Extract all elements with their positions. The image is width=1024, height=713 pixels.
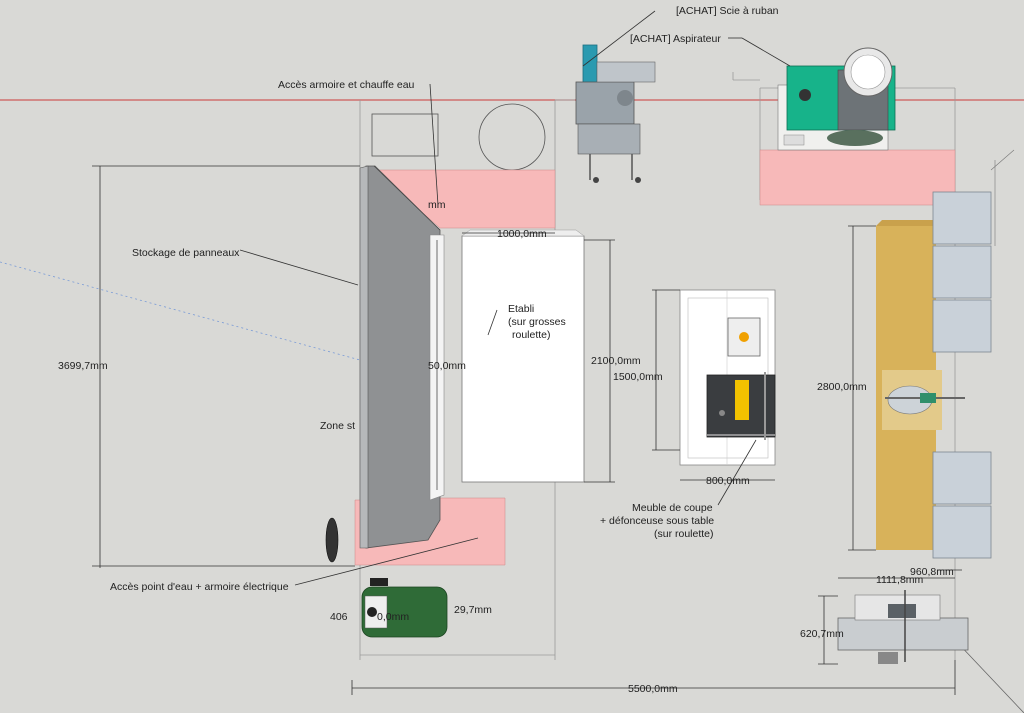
dim-compressor-mid: 0,0mm: [377, 611, 409, 623]
table-saw-front: [837, 590, 969, 664]
right-cabinet-stack: [932, 149, 1015, 559]
green-axis-line: [954, 639, 1024, 713]
label-workbench-title: Etabli: [508, 303, 534, 315]
dim-compressor-right: 29,7mm: [454, 604, 492, 616]
dim-cutting-width: 800,0mm: [706, 475, 750, 487]
leader-lines: [239, 10, 791, 586]
dim-compressor-left: 406: [330, 611, 348, 623]
dim-hidden-1: mm: [428, 199, 446, 211]
dim-right-top-2: 960,8mm: [910, 566, 954, 578]
panel-wheel: [325, 517, 339, 563]
label-dust-collector: [ACHAT] Aspirateur: [630, 33, 721, 45]
label-cutting-line2: + défonceuse sous table: [600, 515, 714, 527]
dim-right-depth: 620,7mm: [800, 628, 844, 640]
label-cutting-line3: (sur roulette): [654, 528, 714, 540]
cutting-cabinet: [679, 289, 776, 466]
dim-right-bench-length: 2800,0mm: [817, 381, 867, 393]
access-zone-dust: [759, 149, 956, 206]
dimension-lines: [92, 165, 962, 695]
dim-overall-depth: 3699,7mm: [58, 360, 108, 372]
dim-workbench-length: 2100,0mm: [591, 355, 641, 367]
label-water-access: Accès point d'eau + armoire électrique: [110, 581, 289, 593]
right-workbench: [876, 220, 965, 550]
label-band-saw: [ACHAT] Scie à ruban: [676, 5, 779, 17]
dim-workbench-width: 1000,0mm: [497, 228, 547, 240]
label-zone-partial: Zone st: [320, 420, 355, 432]
blue-axis-line: [0, 261, 361, 361]
label-cabinet-access: Accès armoire et chauffe eau: [278, 79, 415, 91]
compressor: [361, 578, 448, 638]
dim-overall-width: 5500,0mm: [628, 683, 678, 695]
dust-collector-machine: [777, 47, 896, 151]
panel-storage: [359, 165, 441, 549]
label-workbench-line2: (sur grosses: [508, 316, 566, 328]
band-saw-machine: [575, 44, 656, 183]
label-panel-storage: Stockage de panneaux: [132, 247, 240, 259]
dim-hidden-2: 50,0mm: [428, 360, 466, 372]
label-workbench-line3: roulette): [512, 329, 551, 341]
dim-cutting-length: 1500,0mm: [613, 371, 663, 383]
dim-right-top-1: 1111,8mm: [876, 574, 924, 586]
label-cutting-line1: Meuble de coupe: [632, 502, 713, 514]
workbench: [461, 229, 585, 483]
